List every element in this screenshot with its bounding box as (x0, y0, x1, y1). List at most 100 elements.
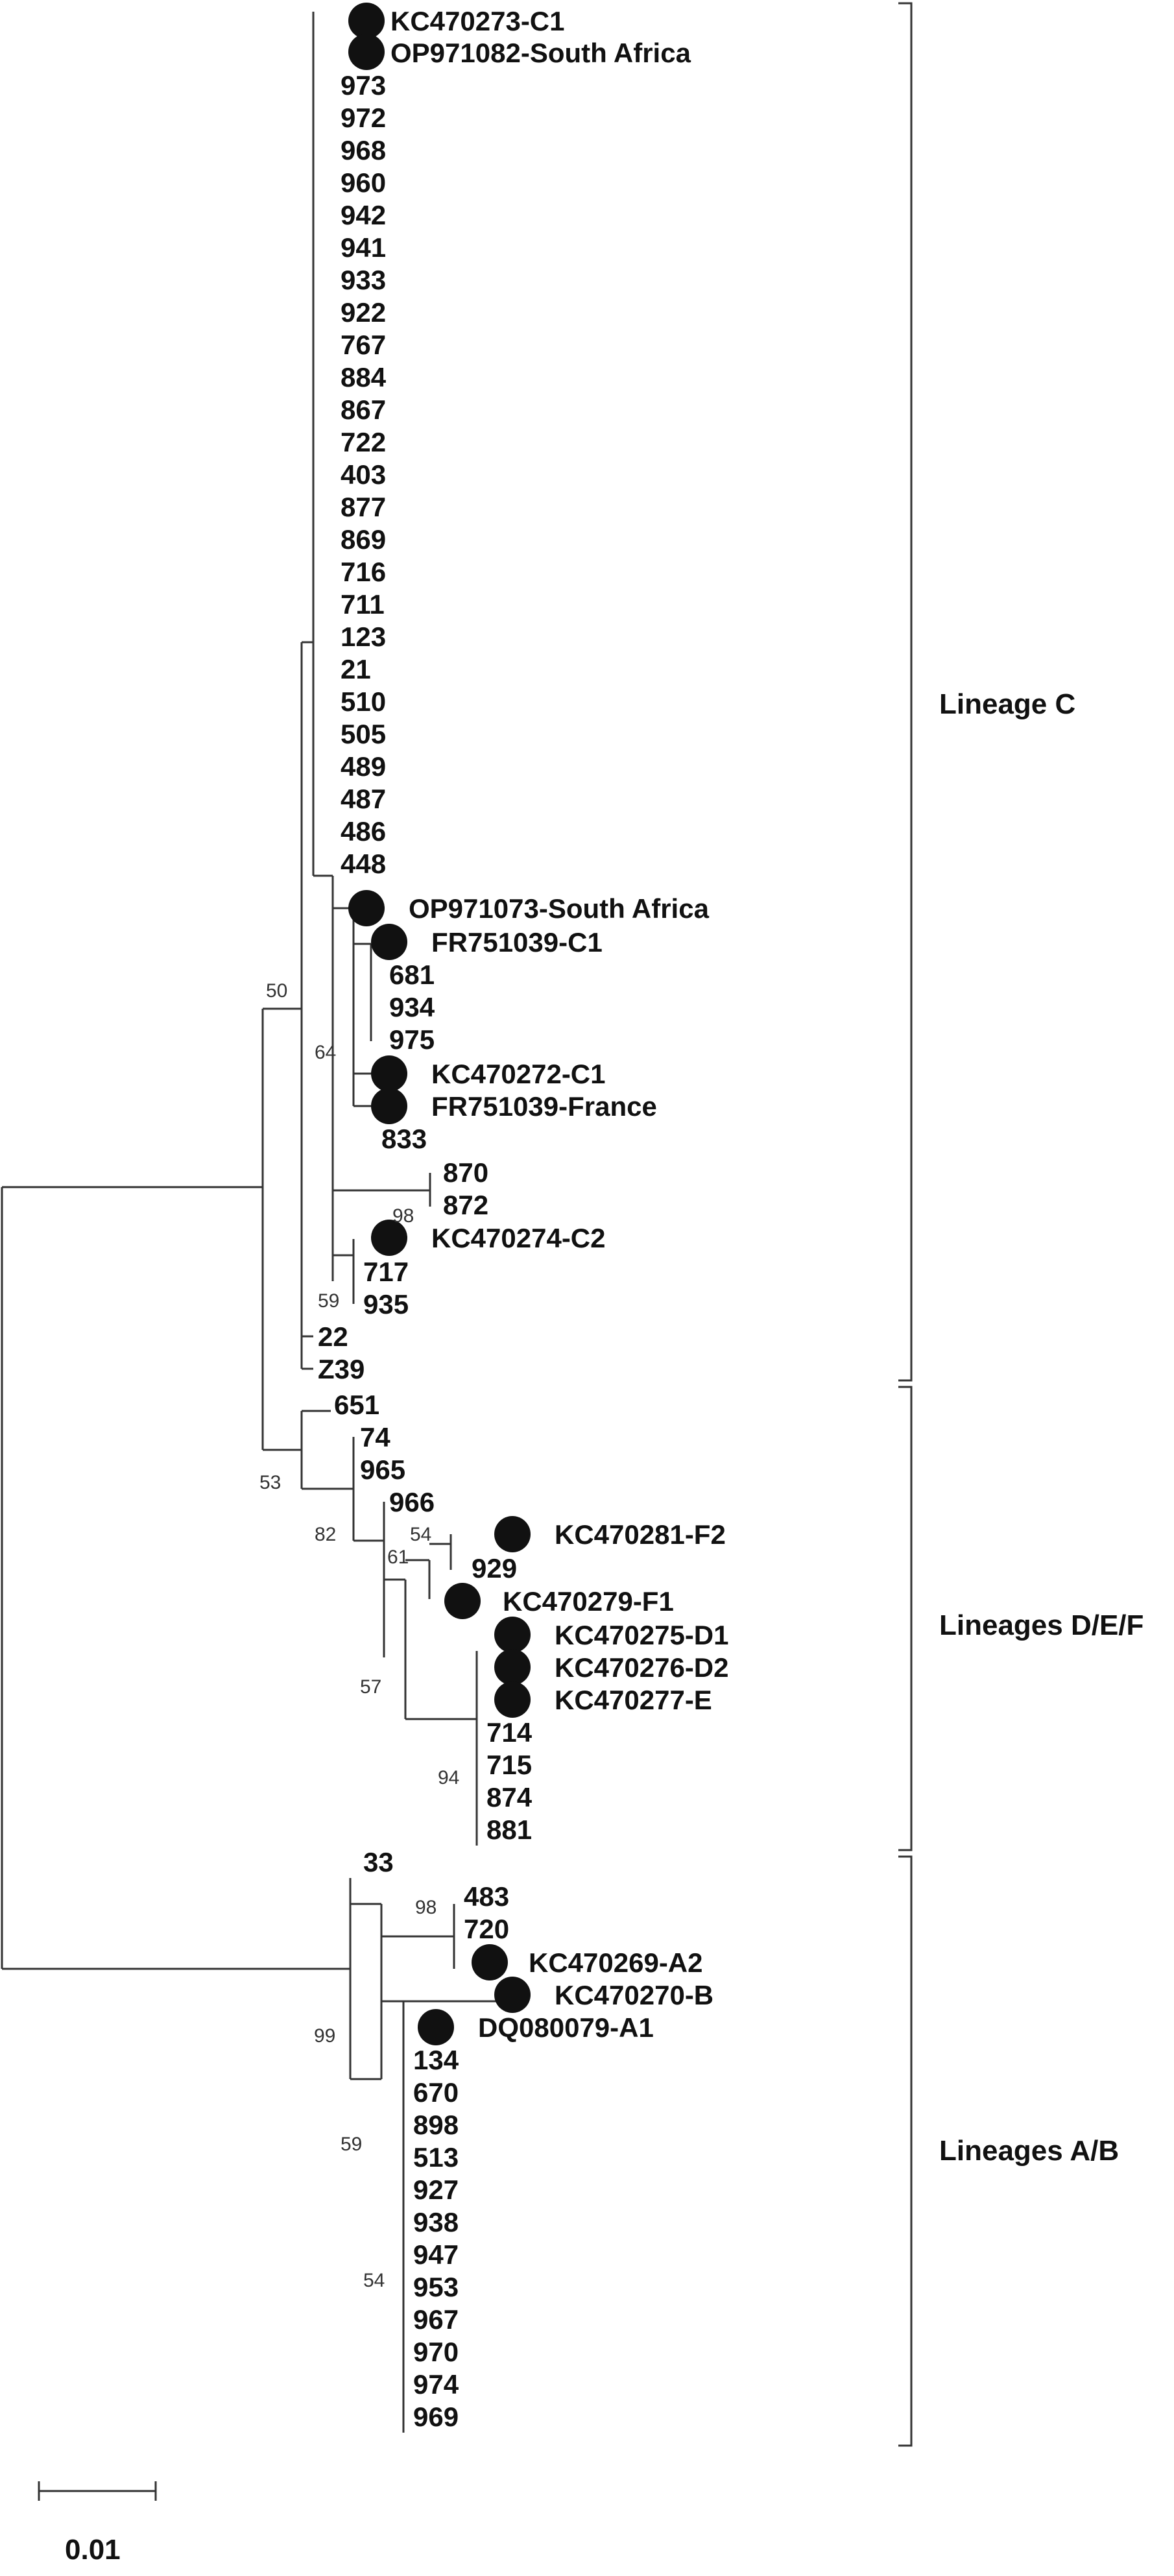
tip-label: KC470274-C2 (431, 1223, 606, 1253)
bracket-lineages-def (898, 1386, 913, 1851)
tip-label: 898 (413, 2110, 459, 2140)
marker-dot (494, 1681, 531, 1718)
tip-label: KC470273-C1 (390, 6, 565, 36)
tip-labels-lineages-def: 651 74 965 966 KC470281-F2 929 KC470279-… (334, 1390, 729, 1845)
tip-label: 867 (341, 394, 386, 425)
tip-label: 489 (341, 751, 386, 782)
tip-label: 968 (341, 135, 386, 165)
bracket-lineage-c (898, 2, 913, 1382)
clade-brackets: Lineage C Lineages D/E/F Lineages A/B (898, 2, 1144, 2447)
tip-label: 969 (413, 2401, 459, 2432)
tip-label: 973 (341, 70, 386, 101)
tip-label: 881 (486, 1814, 532, 1845)
tip-label: 134 (413, 2045, 459, 2075)
tip-label: 716 (341, 557, 386, 587)
tip-label: 965 (360, 1454, 405, 1485)
tip-label: 941 (341, 232, 386, 263)
bootstrap-value: 53 (259, 1472, 281, 1493)
tip-label: Z39 (318, 1354, 365, 1384)
tip-label: 123 (341, 621, 386, 652)
tip-label: FR751039-C1 (431, 927, 603, 957)
bootstrap-value: 94 (438, 1767, 459, 1788)
tip-label: 942 (341, 200, 386, 230)
tip-label: 22 (318, 1321, 348, 1352)
clade-label: Lineages D/E/F (939, 1609, 1144, 1641)
tip-label: 833 (381, 1124, 427, 1154)
scale-bar: 0.01 (38, 2481, 157, 2566)
tip-label: 21 (341, 654, 371, 684)
tip-label: KC470272-C1 (431, 1059, 606, 1089)
tip-label: 74 (360, 1422, 390, 1452)
tip-label: 874 (486, 1782, 533, 1812)
marker-dot (494, 1617, 531, 1653)
clade-label: Lineage C (939, 688, 1075, 720)
bracket-lineages-ab (898, 1855, 913, 2447)
bootstrap-value: 59 (318, 1290, 339, 1312)
bootstrap-value: 57 (360, 1676, 381, 1698)
tip-label: 938 (413, 2207, 459, 2237)
marker-dot (371, 1088, 407, 1124)
tip-label: 870 (443, 1157, 488, 1188)
bootstrap-value: 64 (315, 1042, 336, 1063)
clade-label: Lineages A/B (939, 2135, 1119, 2167)
marker-dot (371, 1055, 407, 1092)
tip-label: DQ080079-A1 (478, 2012, 654, 2043)
tip-label: 487 (341, 784, 386, 814)
marker-dot (494, 1649, 531, 1685)
tip-label: 715 (486, 1750, 532, 1780)
tip-label: 483 (464, 1881, 509, 1912)
marker-dot (494, 1977, 531, 2013)
marker-dot (494, 1516, 531, 1552)
marker-dot (444, 1583, 481, 1619)
tip-label: 722 (341, 427, 386, 457)
tip-label: 974 (413, 2369, 459, 2400)
tip-label: 711 (341, 589, 385, 620)
tip-label: FR751039-France (431, 1091, 657, 1122)
tip-label: 975 (389, 1024, 435, 1055)
tip-label: KC470269-A2 (529, 1947, 703, 1978)
marker-dot (371, 1220, 407, 1256)
tip-label: KC470279-F1 (503, 1586, 674, 1617)
scale-bar-label: 0.01 (65, 2534, 121, 2566)
tip-label: 922 (341, 297, 386, 328)
bootstrap-value: 54 (363, 2270, 385, 2291)
tip-label: KC470275-D1 (555, 1620, 729, 1650)
marker-dot (371, 924, 407, 960)
tip-label: 872 (443, 1190, 488, 1220)
tip-labels-lineages-ab: 33 483 720 KC470269-A2 KC470270-B DQ0800… (363, 1847, 713, 2432)
tip-label: 947 (413, 2239, 459, 2270)
tip-label: 717 (363, 1257, 409, 1287)
tip-label: 929 (472, 1553, 517, 1583)
tip-label: 505 (341, 719, 386, 749)
bootstrap-value: 98 (415, 1897, 437, 1918)
tip-label: 513 (413, 2142, 459, 2173)
bootstrap-value: 61 (387, 1547, 409, 1568)
tip-label: 953 (413, 2272, 459, 2302)
tip-label: KC470276-D2 (555, 1652, 729, 1683)
tip-label: 714 (486, 1717, 533, 1748)
tip-label: 767 (341, 330, 386, 360)
tip-label: 448 (341, 849, 386, 879)
marker-dot (348, 3, 385, 39)
tip-label: 927 (413, 2174, 459, 2205)
bootstrap-value: 98 (392, 1205, 414, 1227)
tip-label: 877 (341, 492, 386, 522)
tip-label: OP971073-South Africa (409, 893, 710, 924)
tip-label: 884 (341, 362, 387, 392)
tip-label: 934 (389, 992, 435, 1022)
tip-label: 670 (413, 2077, 459, 2108)
tip-label: KC470270-B (555, 1980, 713, 2010)
tip-labels-lineage-c: KC470273-C1 OP971082-South Africa 973 97… (318, 6, 710, 1384)
tip-label: 486 (341, 816, 386, 847)
tip-label: 681 (389, 959, 435, 990)
bootstrap-value: 59 (341, 2134, 362, 2155)
bootstrap-value: 54 (410, 1524, 431, 1545)
marker-dot (348, 890, 385, 926)
bootstrap-value: 82 (315, 1524, 336, 1545)
marker-dot (348, 34, 385, 70)
tip-label: 970 (413, 2337, 459, 2367)
marker-dot (418, 2009, 454, 2045)
tip-label: OP971082-South Africa (390, 38, 691, 68)
tip-label: 869 (341, 524, 386, 555)
